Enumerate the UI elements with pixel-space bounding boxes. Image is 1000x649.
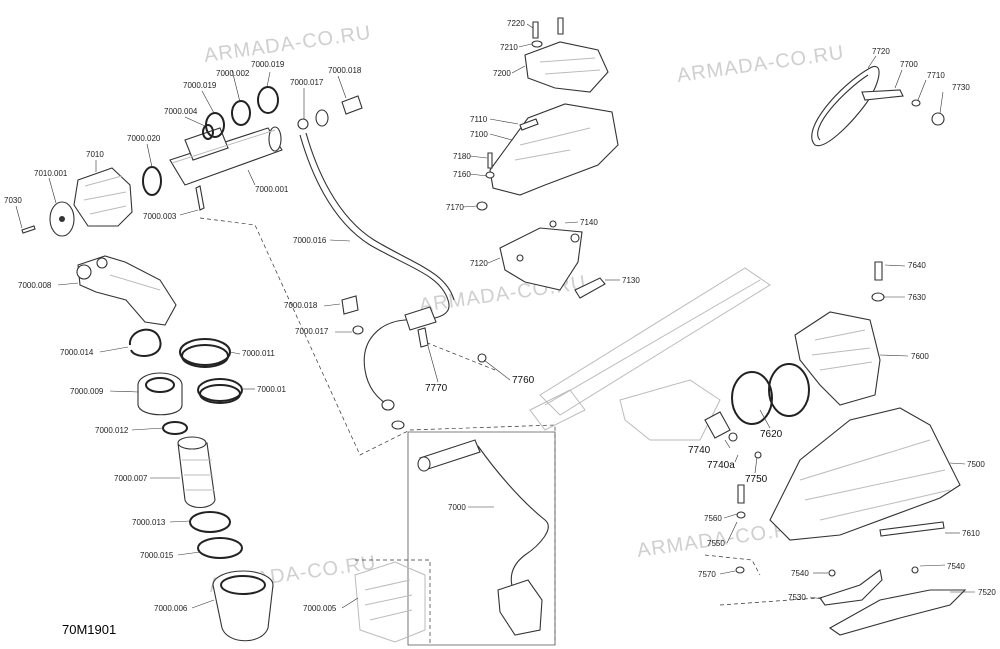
part-label: 7170 <box>446 203 464 212</box>
part-label: 7710 <box>927 71 945 80</box>
part-label: 7000 <box>448 503 466 512</box>
part-label: 7000.016 <box>293 236 327 245</box>
part-label: 7000.012 <box>95 426 129 435</box>
part-label: 7030 <box>4 196 22 205</box>
part-label: 7110 <box>470 115 488 124</box>
part-label: 7520 <box>978 588 996 597</box>
part-label: 7000.003 <box>143 212 177 221</box>
part-label: 7210 <box>500 43 518 52</box>
bracket-assembly <box>476 17 619 299</box>
part-label: 7100 <box>470 130 488 139</box>
drawing-code: 70M1901 <box>62 622 116 637</box>
part-label: 7120 <box>470 259 488 268</box>
part-label: 7760 <box>512 375 535 386</box>
pump-stack <box>76 255 274 642</box>
part-label: 7620 <box>760 429 783 440</box>
watermark-text: ARMADA-CO.RU <box>203 22 373 67</box>
part-label: 7000.005 <box>303 604 337 613</box>
part-label: 7000.004 <box>164 107 198 116</box>
part-label: 7200 <box>493 69 511 78</box>
part-label: 7640 <box>908 261 926 270</box>
part-labels: 7220 7210 7200 7110 7100 7180 7160 7170 … <box>4 19 996 613</box>
part-label: 7000.014 <box>60 348 94 357</box>
part-label: 7530 <box>788 593 806 602</box>
part-label: 7610 <box>962 529 980 538</box>
part-label: 7000.008 <box>18 281 52 290</box>
part-label: 7540 <box>791 569 809 578</box>
part-label: 7000.01 <box>257 385 286 394</box>
steering-column-ghost <box>529 267 771 441</box>
boot-and-shifter <box>354 439 549 643</box>
part-label: 7000.017 <box>290 78 324 87</box>
part-label: 7000.018 <box>284 301 318 310</box>
part-label: 7160 <box>453 170 471 179</box>
part-label: 7600 <box>911 352 929 361</box>
part-label: 7000.019 <box>183 81 217 90</box>
part-label: 7750 <box>745 474 768 485</box>
part-label: 7180 <box>453 152 471 161</box>
part-label: 7000.002 <box>216 69 250 78</box>
part-label: 7000.001 <box>255 185 289 194</box>
part-label: 7770 <box>425 383 448 394</box>
part-label: 7220 <box>507 19 525 28</box>
watermark-text: ARMADA-CO.RU <box>676 42 846 87</box>
part-label: 7730 <box>952 83 970 92</box>
part-label: 7000.020 <box>127 134 161 143</box>
part-label: 7140 <box>580 218 598 227</box>
part-label: 7740 <box>688 445 711 456</box>
part-label: 7500 <box>967 460 985 469</box>
part-label: 7130 <box>622 276 640 285</box>
assembly-frames <box>199 217 861 646</box>
part-label: 7000.006 <box>154 604 188 613</box>
part-label: 7000.011 <box>242 349 275 358</box>
part-label: 7000.019 <box>251 60 285 69</box>
right-assembly <box>704 261 967 636</box>
hose-7000-016 <box>299 132 487 430</box>
cable-assembly <box>811 65 945 147</box>
part-label: 7540 <box>947 562 965 571</box>
part-label: 7630 <box>908 293 926 302</box>
part-label: 7000.018 <box>328 66 362 75</box>
part-label: 7740a <box>707 460 735 471</box>
part-label: 7700 <box>900 60 918 69</box>
part-label: 7560 <box>704 514 722 523</box>
part-label: 7010 <box>86 150 104 159</box>
part-label: 7000.017 <box>295 327 329 336</box>
part-label: 7000.013 <box>132 518 166 527</box>
part-label: 7570 <box>698 570 716 579</box>
leader-lines <box>15 23 975 609</box>
part-label: 7000.007 <box>114 474 148 483</box>
part-label: 7000.015 <box>140 551 174 560</box>
part-label: 7000.009 <box>70 387 104 396</box>
part-label: 7720 <box>872 47 890 56</box>
part-label: 7550 <box>707 539 725 548</box>
cylinder-assembly <box>21 86 363 237</box>
part-label: 7010.001 <box>34 169 68 178</box>
